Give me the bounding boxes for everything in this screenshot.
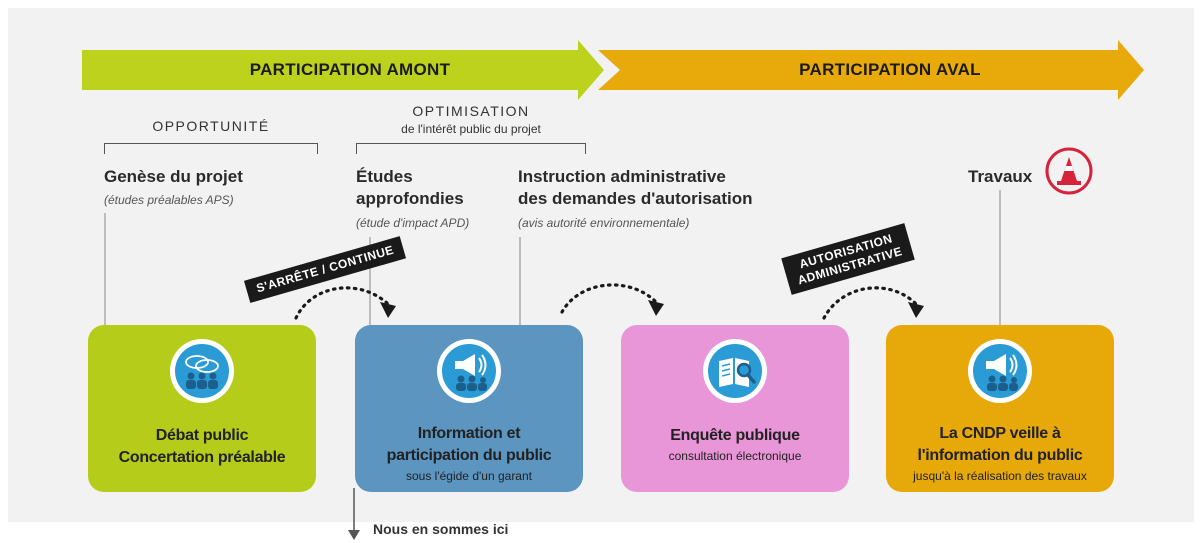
card-info-title-1: Information et <box>417 425 521 442</box>
megaphone-icon <box>973 344 1027 398</box>
card-information-participation: Information et participation du public s… <box>355 325 583 492</box>
step-etudes-title-2: approfondies <box>356 189 464 208</box>
arrow-aval <box>598 40 1144 100</box>
step-instruction-title-2: des demandes d'autorisation <box>518 189 753 208</box>
bracket-optimisation <box>356 143 586 154</box>
phase-opportunite: OPPORTUNITÉ <box>152 118 270 134</box>
step-genese-note: (études préalables APS) <box>104 193 234 207</box>
card-debat-title-1: Débat public <box>155 427 249 444</box>
card-cndp-title-1: La CNDP veille à <box>939 425 1061 442</box>
step-etudes-note: (étude d'impact APD) <box>356 216 470 230</box>
step-instruction-title-1: Instruction administrative <box>518 167 726 186</box>
arrowhead-2 <box>648 300 664 316</box>
card-cndp-veille: La CNDP veille à l'information du public… <box>886 325 1114 492</box>
arrowhead-3 <box>908 302 924 318</box>
card-debat-public: Débat public Concertation préalable <box>88 325 316 492</box>
card-debat-title-2: Concertation préalable <box>118 449 286 466</box>
card-enquete-publique: Enquête publique consultation électroniq… <box>621 325 849 492</box>
step-genese-title: Genèse du projet <box>104 167 243 186</box>
step-instruction-note: (avis autorité environnementale) <box>518 216 690 230</box>
speech-bubbles-icon <box>175 344 229 398</box>
phase-optimisation-sub: de l'intérêt public du projet <box>401 122 541 136</box>
dotted-arrow-1 <box>294 286 390 320</box>
arrowhead-1 <box>380 302 396 318</box>
connector-etudes <box>369 237 371 325</box>
step-etudes-title-1: Études <box>356 167 413 186</box>
dotted-arrow-2 <box>560 283 658 314</box>
participation-arrows <box>82 40 1144 100</box>
banner-amont-label: PARTICIPATION AMONT <box>249 60 451 79</box>
card-cndp-title-2: l'information du public <box>917 447 1083 464</box>
here-pointer-arrow <box>348 488 360 540</box>
phase-optimisation: OPTIMISATION <box>412 103 530 119</box>
card-info-sub: sous l'égide d'un garant <box>405 469 532 483</box>
dotted-arrow-3 <box>822 286 918 320</box>
banner-aval-label: PARTICIPATION AVAL <box>799 60 981 79</box>
arrow-amont <box>82 40 604 100</box>
connector-instruction <box>519 237 521 325</box>
card-cndp-sub: jusqu'à la réalisation des travaux <box>913 469 1087 483</box>
here-note: Nous en sommes ici <box>373 521 509 537</box>
step-travaux-title: Travaux <box>968 167 1033 186</box>
connector-genese <box>104 213 106 325</box>
connector-travaux <box>999 190 1001 325</box>
traffic-cone-icon <box>1045 147 1093 195</box>
bracket-opportunite <box>104 143 318 154</box>
card-enquete-title: Enquête publique <box>670 427 800 444</box>
megaphone-icon <box>442 344 496 398</box>
card-enquete-sub: consultation électronique <box>668 449 802 463</box>
card-info-title-2: participation du public <box>386 447 552 464</box>
document-search-icon <box>708 344 762 398</box>
